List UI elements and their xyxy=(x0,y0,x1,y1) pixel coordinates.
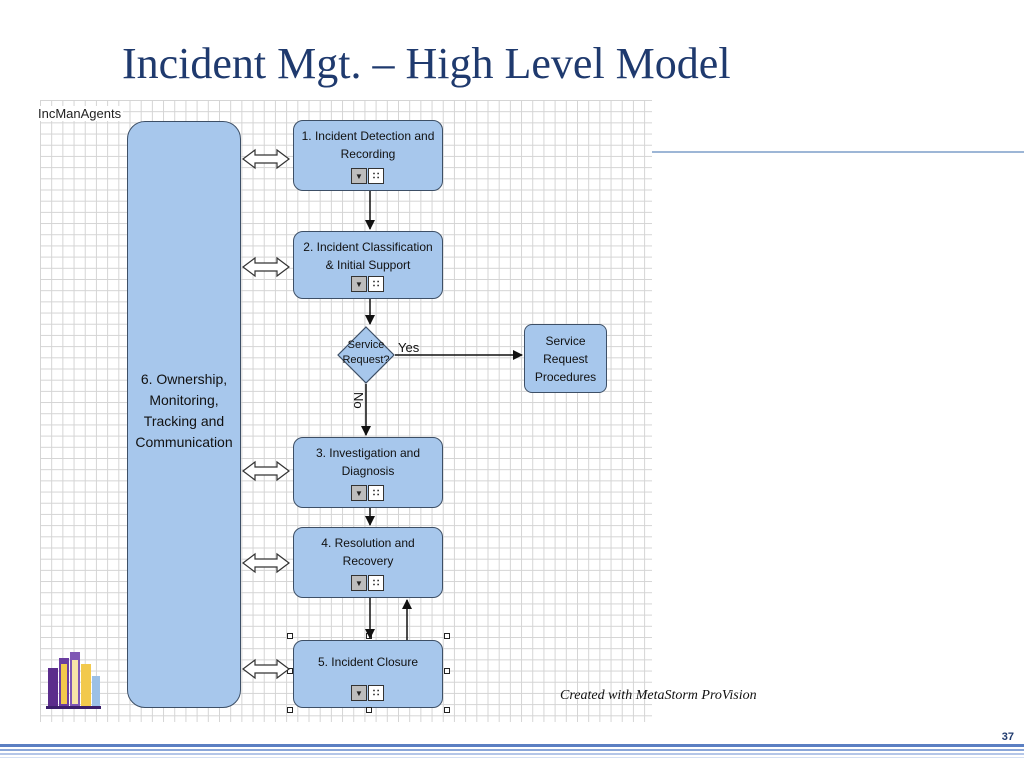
dropdown-arrow-icon[interactable]: ▼ xyxy=(351,485,367,501)
decision-diamond[interactable] xyxy=(337,326,395,384)
footer-rules xyxy=(0,744,1024,758)
subprocess-icon[interactable]: ∷ xyxy=(368,575,384,591)
selection-handle[interactable] xyxy=(444,668,450,674)
ownership-label: 6. Ownership, Monitoring, Tracking and C… xyxy=(135,371,233,450)
title-divider xyxy=(652,151,1024,153)
dropdown-arrow-icon[interactable]: ▼ xyxy=(351,685,367,701)
building-logo-icon xyxy=(46,652,101,709)
selection-handle[interactable] xyxy=(444,707,450,713)
ownership-lane[interactable]: 6. Ownership, Monitoring, Tracking and C… xyxy=(127,121,241,708)
service-request-label: Service Request Procedures xyxy=(534,334,597,384)
selection-handle[interactable] xyxy=(444,633,450,639)
subprocess-icon[interactable]: ∷ xyxy=(368,685,384,701)
subprocess-icon[interactable]: ∷ xyxy=(368,485,384,501)
slide-title: Incident Mgt. – High Level Model xyxy=(122,39,731,88)
subprocess-icon[interactable]: ∷ xyxy=(368,276,384,292)
selection-handle[interactable] xyxy=(287,633,293,639)
step-controls: ▼ ∷ xyxy=(351,276,384,292)
dropdown-arrow-icon[interactable]: ▼ xyxy=(351,168,367,184)
step-label: 2. Incident Classification & Initial Sup… xyxy=(303,240,433,272)
subprocess-icon[interactable]: ∷ xyxy=(368,168,384,184)
step-controls: ▼ ∷ xyxy=(351,485,384,501)
step-incident-closure[interactable]: 5. Incident Closure ▼ ∷ xyxy=(293,640,443,708)
selection-handle[interactable] xyxy=(287,668,293,674)
step-label: 4. Resolution and Recovery xyxy=(321,536,415,568)
step-investigation-diagnosis[interactable]: 3. Investigation and Diagnosis ▼ ∷ xyxy=(293,437,443,508)
step-controls: ▼ ∷ xyxy=(351,685,384,701)
step-label: 1. Incident Detection and Recording xyxy=(301,129,435,161)
step-label: 5. Incident Closure xyxy=(317,655,419,669)
no-label: No xyxy=(351,392,366,409)
decision-label: Service Request? xyxy=(342,339,390,366)
step-controls: ▼ ∷ xyxy=(351,168,384,184)
step-incident-detection[interactable]: 1. Incident Detection and Recording ▼ ∷ xyxy=(293,120,443,191)
selection-handle[interactable] xyxy=(366,707,372,713)
step-incident-classification[interactable]: 2. Incident Classification & Initial Sup… xyxy=(293,231,443,299)
pool-label: IncManAgents xyxy=(38,106,124,121)
dropdown-arrow-icon[interactable]: ▼ xyxy=(351,575,367,591)
service-request-procedures[interactable]: Service Request Procedures xyxy=(524,324,607,393)
dropdown-arrow-icon[interactable]: ▼ xyxy=(351,276,367,292)
credit-text: Created with MetaStorm ProVision xyxy=(560,688,757,703)
step-resolution-recovery[interactable]: 4. Resolution and Recovery ▼ ∷ xyxy=(293,527,443,598)
step-label: 3. Investigation and Diagnosis xyxy=(315,446,421,478)
selection-handle[interactable] xyxy=(366,633,372,639)
page-number: 37 xyxy=(1001,731,1014,743)
step-controls: ▼ ∷ xyxy=(351,575,384,591)
yes-label: Yes xyxy=(398,340,420,355)
selection-handle[interactable] xyxy=(287,707,293,713)
